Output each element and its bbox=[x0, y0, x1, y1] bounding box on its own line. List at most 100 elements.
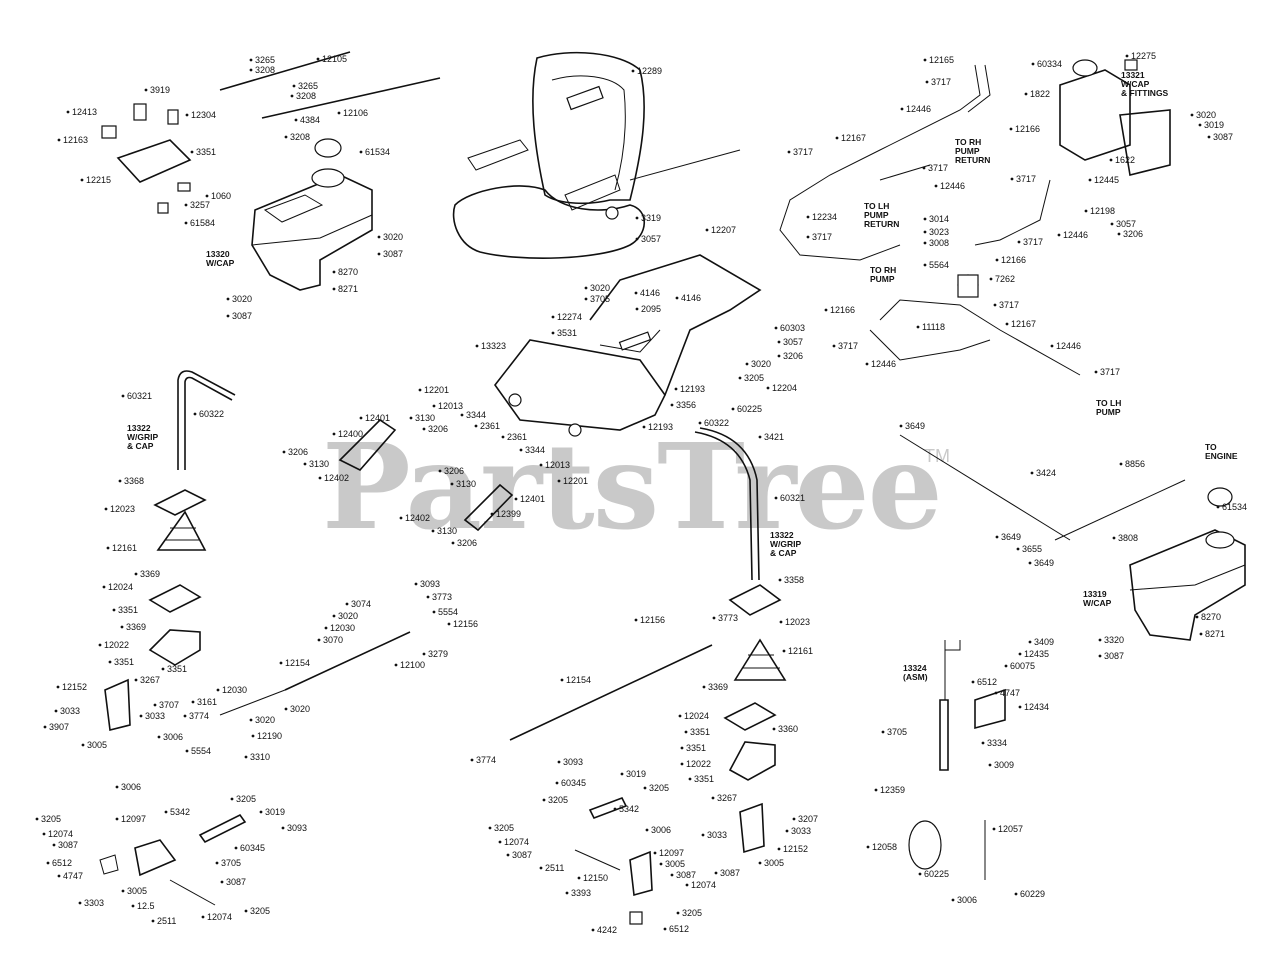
part-label: 3033 bbox=[707, 830, 727, 840]
seat bbox=[452, 51, 741, 259]
part-label: 12166 bbox=[1015, 124, 1040, 134]
part-label: 3303 bbox=[84, 898, 104, 908]
part-label: 3206 bbox=[444, 466, 464, 476]
part-label: 3319 bbox=[641, 213, 661, 223]
label-leader-dot bbox=[874, 788, 878, 792]
part-label: 61534 bbox=[1222, 502, 1247, 512]
label-leader-dot bbox=[688, 777, 692, 781]
label-leader-dot bbox=[684, 730, 688, 734]
label-leader-dot bbox=[447, 622, 451, 626]
label-leader-dot bbox=[134, 678, 138, 682]
label-leader-dot bbox=[431, 529, 435, 533]
part-label: 3649 bbox=[1034, 558, 1054, 568]
part-label: 6512 bbox=[52, 858, 72, 868]
label-leader-dot bbox=[670, 873, 674, 877]
label-leader-dot bbox=[249, 68, 253, 72]
note-line: PUMP bbox=[1096, 407, 1121, 417]
part-label: 12446 bbox=[871, 359, 896, 369]
part-label: 3019 bbox=[1204, 120, 1224, 130]
note-line: RETURN bbox=[864, 219, 899, 229]
label-leader-dot bbox=[191, 700, 195, 704]
part-label: 12165 bbox=[929, 55, 954, 65]
part-label: 12274 bbox=[557, 312, 582, 322]
label-leader-dot bbox=[190, 150, 194, 154]
label-leader-dot bbox=[584, 286, 588, 290]
part-label: 8271 bbox=[338, 284, 358, 294]
note-line: W/CAP bbox=[1083, 598, 1112, 608]
label-leader-dot bbox=[201, 915, 205, 919]
part-label: 12156 bbox=[453, 619, 478, 629]
label-leader-dot bbox=[766, 386, 770, 390]
part-label: 3919 bbox=[150, 85, 170, 95]
label-leader-dot bbox=[290, 94, 294, 98]
part-label: 3130 bbox=[415, 413, 435, 423]
part-label: 3087 bbox=[512, 850, 532, 860]
cable-12106 bbox=[261, 77, 441, 119]
part-label: 3006 bbox=[163, 732, 183, 742]
label-leader-dot bbox=[183, 714, 187, 718]
part-label: 3006 bbox=[957, 895, 977, 905]
part-label: 60225 bbox=[737, 404, 762, 414]
label-leader-dot bbox=[560, 678, 564, 682]
part-label: 3070 bbox=[323, 635, 343, 645]
note-line: & FITTINGS bbox=[1121, 88, 1169, 98]
part-label: 3020 bbox=[290, 704, 310, 714]
part-label: 12023 bbox=[785, 617, 810, 627]
part-label: 3020 bbox=[1196, 110, 1216, 120]
label-leader-dot bbox=[916, 325, 920, 329]
part-label: 12030 bbox=[330, 623, 355, 633]
label-leader-dot bbox=[995, 535, 999, 539]
part-label: 12207 bbox=[711, 225, 736, 235]
label-leader-dot bbox=[432, 404, 436, 408]
label-leader-dot bbox=[1057, 233, 1061, 237]
lower-linkage-middle bbox=[574, 796, 653, 925]
label-leader-dot bbox=[620, 772, 624, 776]
label-leader-dot bbox=[557, 479, 561, 483]
label-leader-dot bbox=[205, 194, 209, 198]
label-leader-dot bbox=[460, 413, 464, 417]
label-leader-dot bbox=[108, 660, 112, 664]
part-label: 12106 bbox=[343, 108, 368, 118]
part-label: 12402 bbox=[324, 473, 349, 483]
part-label: 12275 bbox=[1131, 51, 1156, 61]
label-leader-dot bbox=[1195, 615, 1199, 619]
switch-bracket bbox=[101, 103, 192, 214]
label-leader-dot bbox=[835, 136, 839, 140]
part-label: 12152 bbox=[62, 682, 87, 692]
part-label: 3257 bbox=[190, 200, 210, 210]
part-label: 3267 bbox=[717, 793, 737, 803]
part-label: 3369 bbox=[708, 682, 728, 692]
label-leader-dot bbox=[923, 241, 927, 245]
part-label: 2361 bbox=[507, 432, 527, 442]
part-label: 5342 bbox=[619, 804, 639, 814]
label-leader-dot bbox=[284, 135, 288, 139]
label-leader-dot bbox=[832, 344, 836, 348]
label-leader-dot bbox=[678, 714, 682, 718]
label-leader-dot bbox=[635, 307, 639, 311]
part-label: 12013 bbox=[438, 401, 463, 411]
part-label: 3008 bbox=[929, 238, 949, 248]
part-label: 3033 bbox=[60, 706, 80, 716]
part-label: 3351 bbox=[690, 727, 710, 737]
part-label: 3087 bbox=[232, 311, 252, 321]
label-leader-dot bbox=[230, 797, 234, 801]
label-leader-dot bbox=[988, 763, 992, 767]
part-label: 5554 bbox=[191, 746, 211, 756]
part-label: 3093 bbox=[287, 823, 307, 833]
part-label: 12024 bbox=[684, 711, 709, 721]
label-leader-dot bbox=[653, 851, 657, 855]
label-leader-dot bbox=[899, 424, 903, 428]
label-leader-dot bbox=[377, 235, 381, 239]
part-label: 12435 bbox=[1024, 649, 1049, 659]
label-leader-dot bbox=[1098, 654, 1102, 658]
label-leader-dot bbox=[1109, 158, 1113, 162]
label-leader-dot bbox=[923, 217, 927, 221]
note-line: W/GRIP bbox=[127, 432, 158, 442]
label-leader-dot bbox=[292, 84, 296, 88]
part-label: 4146 bbox=[681, 293, 701, 303]
label-leader-dot bbox=[758, 435, 762, 439]
label-leader-dot bbox=[234, 846, 238, 850]
seat-platform bbox=[494, 254, 762, 437]
part-label: 3320 bbox=[1104, 635, 1124, 645]
